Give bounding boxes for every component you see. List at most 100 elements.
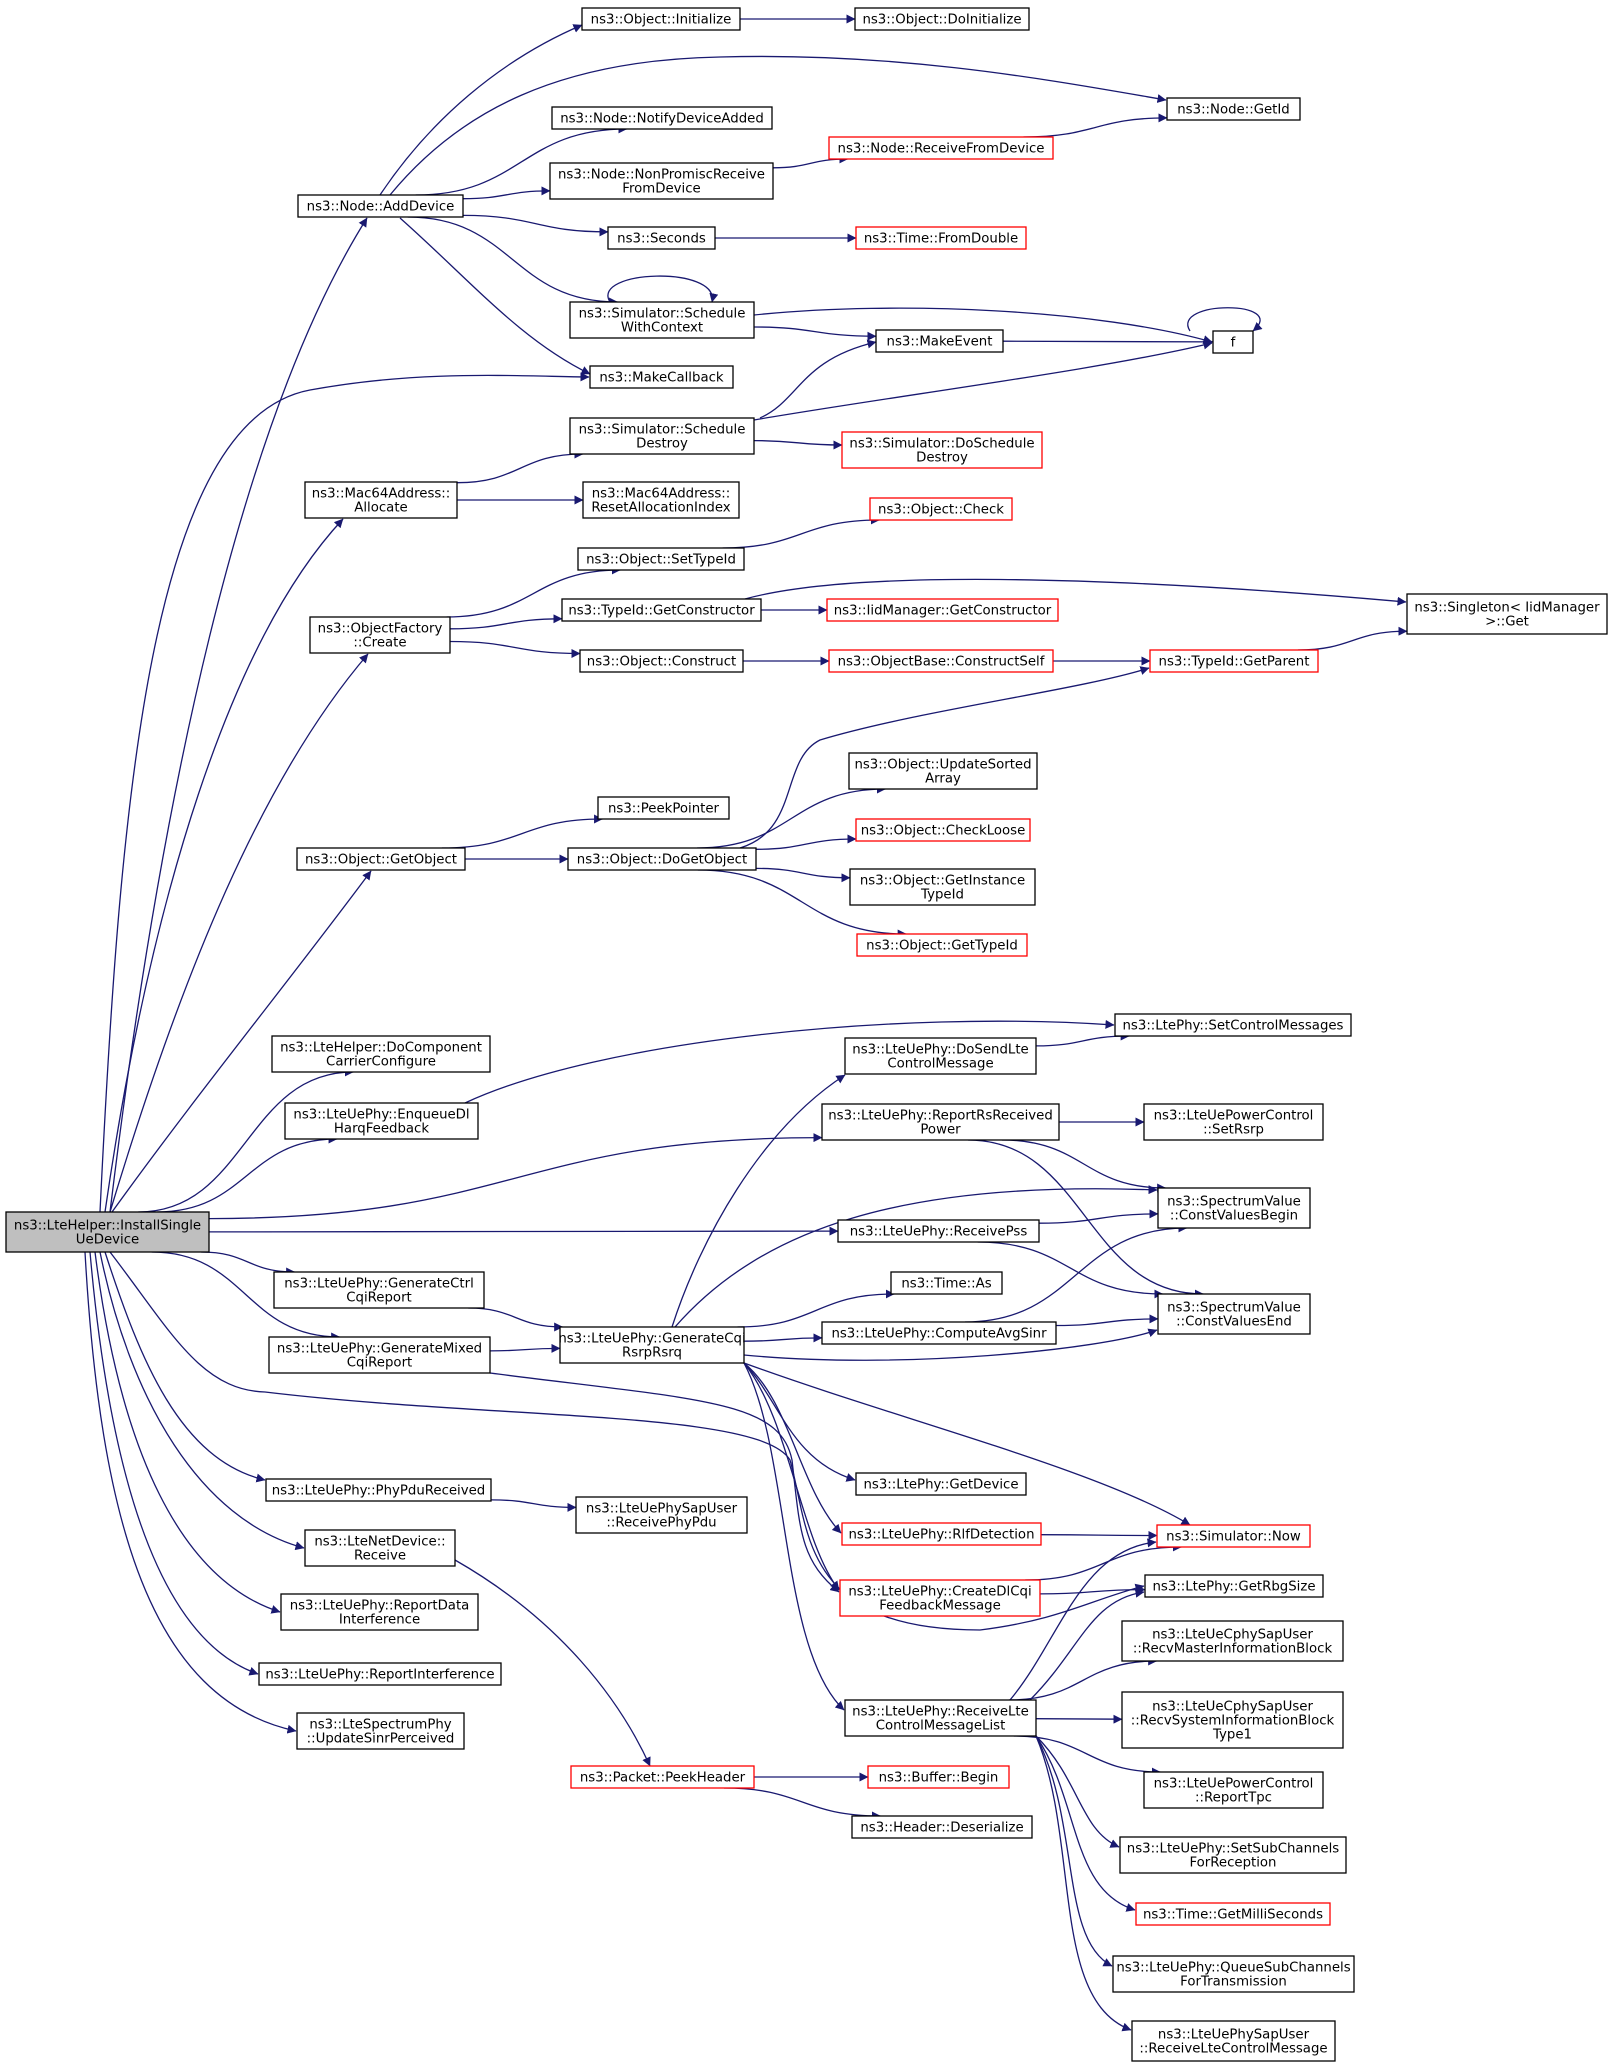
node-netDevRecv[interactable]: ns3::LteNetDevice::Receive — [304, 1529, 456, 1567]
node-bufBegin[interactable]: ns3::Buffer::Begin — [867, 1765, 1010, 1789]
node-recvCtrlList[interactable]: ns3::LteUePhy::ReceiveLteControlMessageL… — [844, 1699, 1037, 1737]
edge-doSendCtrl-to-setCtrlMsgs — [1035, 1031, 1130, 1047]
node-sapRecvPhyPdu[interactable]: ns3::LteUePhySapUser::ReceivePhyPdu — [575, 1496, 748, 1534]
node-label: ns3::Packet::PeekHeader — [580, 1771, 746, 1786]
node-objDoInit[interactable]: ns3::Object::DoInitialize — [854, 7, 1030, 31]
edge-schedDestroy-to-fNode — [753, 340, 1213, 421]
node-label: ns3::TypeId::GetConstructor — [568, 604, 755, 619]
node-setRsrp[interactable]: ns3::LteUePowerControl::SetRsrp — [1143, 1103, 1324, 1141]
node-box — [1144, 1574, 1324, 1598]
node-recvFromDev[interactable]: ns3::Node::ReceiveFromDevice — [828, 136, 1054, 160]
edge-addDevice-to-nodeGetId — [389, 55, 1167, 196]
node-constructSelf[interactable]: ns3::ObjectBase::ConstructSelf — [828, 649, 1054, 673]
edge-makeEvent-to-fNode — [1002, 337, 1214, 347]
call-nodes: ns3::LteHelper::InstallSingleUeDevicens3… — [5, 7, 1608, 2062]
node-label: WithContext — [621, 321, 703, 336]
node-getParent[interactable]: ns3::TypeId::GetParent — [1149, 649, 1319, 673]
node-label: ::ReportTpc — [1195, 1791, 1272, 1806]
edge-nonPromisc-to-recvFromDev — [772, 154, 849, 169]
node-doGetObject[interactable]: ns3::Object::DoGetObject — [567, 847, 757, 871]
node-svEnd[interactable]: ns3::SpectrumValue::ConstValuesEnd — [1157, 1293, 1311, 1335]
node-label: ns3::LteSpectrumPhy — [309, 1718, 451, 1733]
edge-genCtrl-to-genCqiRsrp — [468, 1307, 564, 1332]
node-box — [309, 616, 451, 654]
node-box — [867, 1765, 1010, 1789]
node-label: ns3::Header::Deserialize — [860, 1821, 1023, 1836]
node-label: ns3::LteUePhy::ReportInterference — [265, 1668, 494, 1683]
node-rlfDetect[interactable]: ns3::LteUePhy::RlfDetection — [841, 1522, 1042, 1546]
node-macReset[interactable]: ns3::Mac64Address::ResetAllocationIndex — [582, 481, 740, 519]
node-factCreate[interactable]: ns3::ObjectFactory::Create — [309, 616, 451, 654]
node-peekHeader[interactable]: ns3::Packet::PeekHeader — [570, 1765, 755, 1789]
node-label: ns3::Node::NonPromiscReceive — [558, 168, 765, 183]
node-fNode[interactable]: f — [1212, 330, 1254, 354]
node-reportIntf[interactable]: ns3::LteUePhy::ReportInterference — [258, 1662, 502, 1686]
node-box — [837, 1219, 1040, 1243]
node-getCtor[interactable]: ns3::TypeId::GetConstructor — [561, 598, 762, 622]
node-singleton[interactable]: ns3::Singleton< IidManager>::Get — [1406, 593, 1608, 635]
node-svBegin[interactable]: ns3::SpectrumValue::ConstValuesBegin — [1157, 1187, 1311, 1229]
node-objInit[interactable]: ns3::Object::Initialize — [581, 7, 741, 31]
node-addDevice[interactable]: ns3::Node::AddDevice — [297, 194, 464, 218]
node-box — [1149, 649, 1319, 673]
node-simNow[interactable]: ns3::Simulator::Now — [1156, 1524, 1311, 1548]
node-sapRecvCtrl[interactable]: ns3::LteUePhySapUser::ReceiveLteControlM… — [1131, 2020, 1336, 2062]
node-label: ::Create — [353, 636, 406, 651]
node-box — [854, 7, 1030, 31]
node-iidGetCtor[interactable]: ns3::IidManager::GetConstructor — [826, 598, 1059, 622]
node-reportTpc[interactable]: ns3::LteUePowerControl::ReportTpc — [1143, 1771, 1324, 1809]
node-avgSinr[interactable]: ns3::LteUePhy::ComputeAvgSinr — [821, 1321, 1057, 1345]
node-getObject[interactable]: ns3::Object::GetObject — [296, 847, 466, 871]
node-doCompCarrier[interactable]: ns3::LteHelper::DoComponentCarrierConfig… — [271, 1035, 491, 1073]
node-makeCb[interactable]: ns3::MakeCallback — [589, 365, 734, 389]
node-getTypeId[interactable]: ns3::Object::GetTypeId — [856, 933, 1028, 957]
node-hdrDeser[interactable]: ns3::Header::Deserialize — [851, 1815, 1033, 1839]
node-box — [1166, 97, 1301, 121]
node-getMilli[interactable]: ns3::Time::GetMilliSeconds — [1135, 1902, 1331, 1926]
node-objCheck[interactable]: ns3::Object::Check — [869, 497, 1013, 521]
node-createDlCqi[interactable]: ns3::LteUePhy::CreateDlCqiFeedbackMessag… — [839, 1579, 1041, 1617]
edge-schedCtx-to-schedCtx — [607, 275, 719, 303]
node-getRbgSize[interactable]: ns3::LtePhy::GetRbgSize — [1144, 1574, 1324, 1598]
node-box — [280, 1593, 479, 1631]
node-recvMib[interactable]: ns3::LteUeCphySapUser::RecvMasterInforma… — [1121, 1620, 1344, 1662]
node-timeAs[interactable]: ns3::Time::As — [890, 1271, 1003, 1295]
node-label: ns3::Singleton< IidManager — [1414, 601, 1600, 616]
node-peekPtr[interactable]: ns3::PeekPointer — [597, 796, 730, 820]
node-recvPss[interactable]: ns3::LteUePhy::ReceivePss — [837, 1219, 1040, 1243]
node-makeEvent[interactable]: ns3::MakeEvent — [875, 329, 1004, 353]
node-setSubCh[interactable]: ns3::LteUePhy::SetSubChannelsForReceptio… — [1119, 1836, 1347, 1874]
node-checkLoose[interactable]: ns3::Object::CheckLoose — [855, 818, 1031, 842]
node-queueSubCh[interactable]: ns3::LteUePhy::QueueSubChannelsForTransm… — [1112, 1955, 1355, 1993]
node-box — [841, 431, 1043, 469]
node-objConstruct[interactable]: ns3::Object::Construct — [579, 649, 744, 673]
node-recvSib1[interactable]: ns3::LteUeCphySapUser::RecvSystemInforma… — [1121, 1691, 1344, 1749]
node-setTypeId[interactable]: ns3::Object::SetTypeId — [577, 547, 745, 571]
node-macAlloc[interactable]: ns3::Mac64Address::Allocate — [304, 481, 458, 519]
edge-addDevice-to-seconds — [462, 214, 609, 237]
node-notifyDev[interactable]: ns3::Node::NotifyDeviceAdded — [551, 106, 773, 130]
node-label: ns3::Node::NotifyDeviceAdded — [560, 112, 764, 127]
node-setCtrlMsgs[interactable]: ns3::LtePhy::SetControlMessages — [1114, 1013, 1352, 1037]
node-seconds[interactable]: ns3::Seconds — [607, 226, 716, 250]
edge-genCqiRsrp-to-svBegin — [674, 1185, 1158, 1328]
node-ltePhyGetDev[interactable]: ns3::LtePhy::GetDevice — [855, 1472, 1027, 1496]
node-phyPduRecv[interactable]: ns3::LteUePhy::PhyPduReceived — [265, 1478, 492, 1502]
node-updSinr[interactable]: ns3::LteSpectrumPhy::UpdateSinrPerceived — [296, 1712, 465, 1750]
node-nodeGetId[interactable]: ns3::Node::GetId — [1166, 97, 1301, 121]
node-fromDouble[interactable]: ns3::Time::FromDouble — [855, 226, 1027, 250]
